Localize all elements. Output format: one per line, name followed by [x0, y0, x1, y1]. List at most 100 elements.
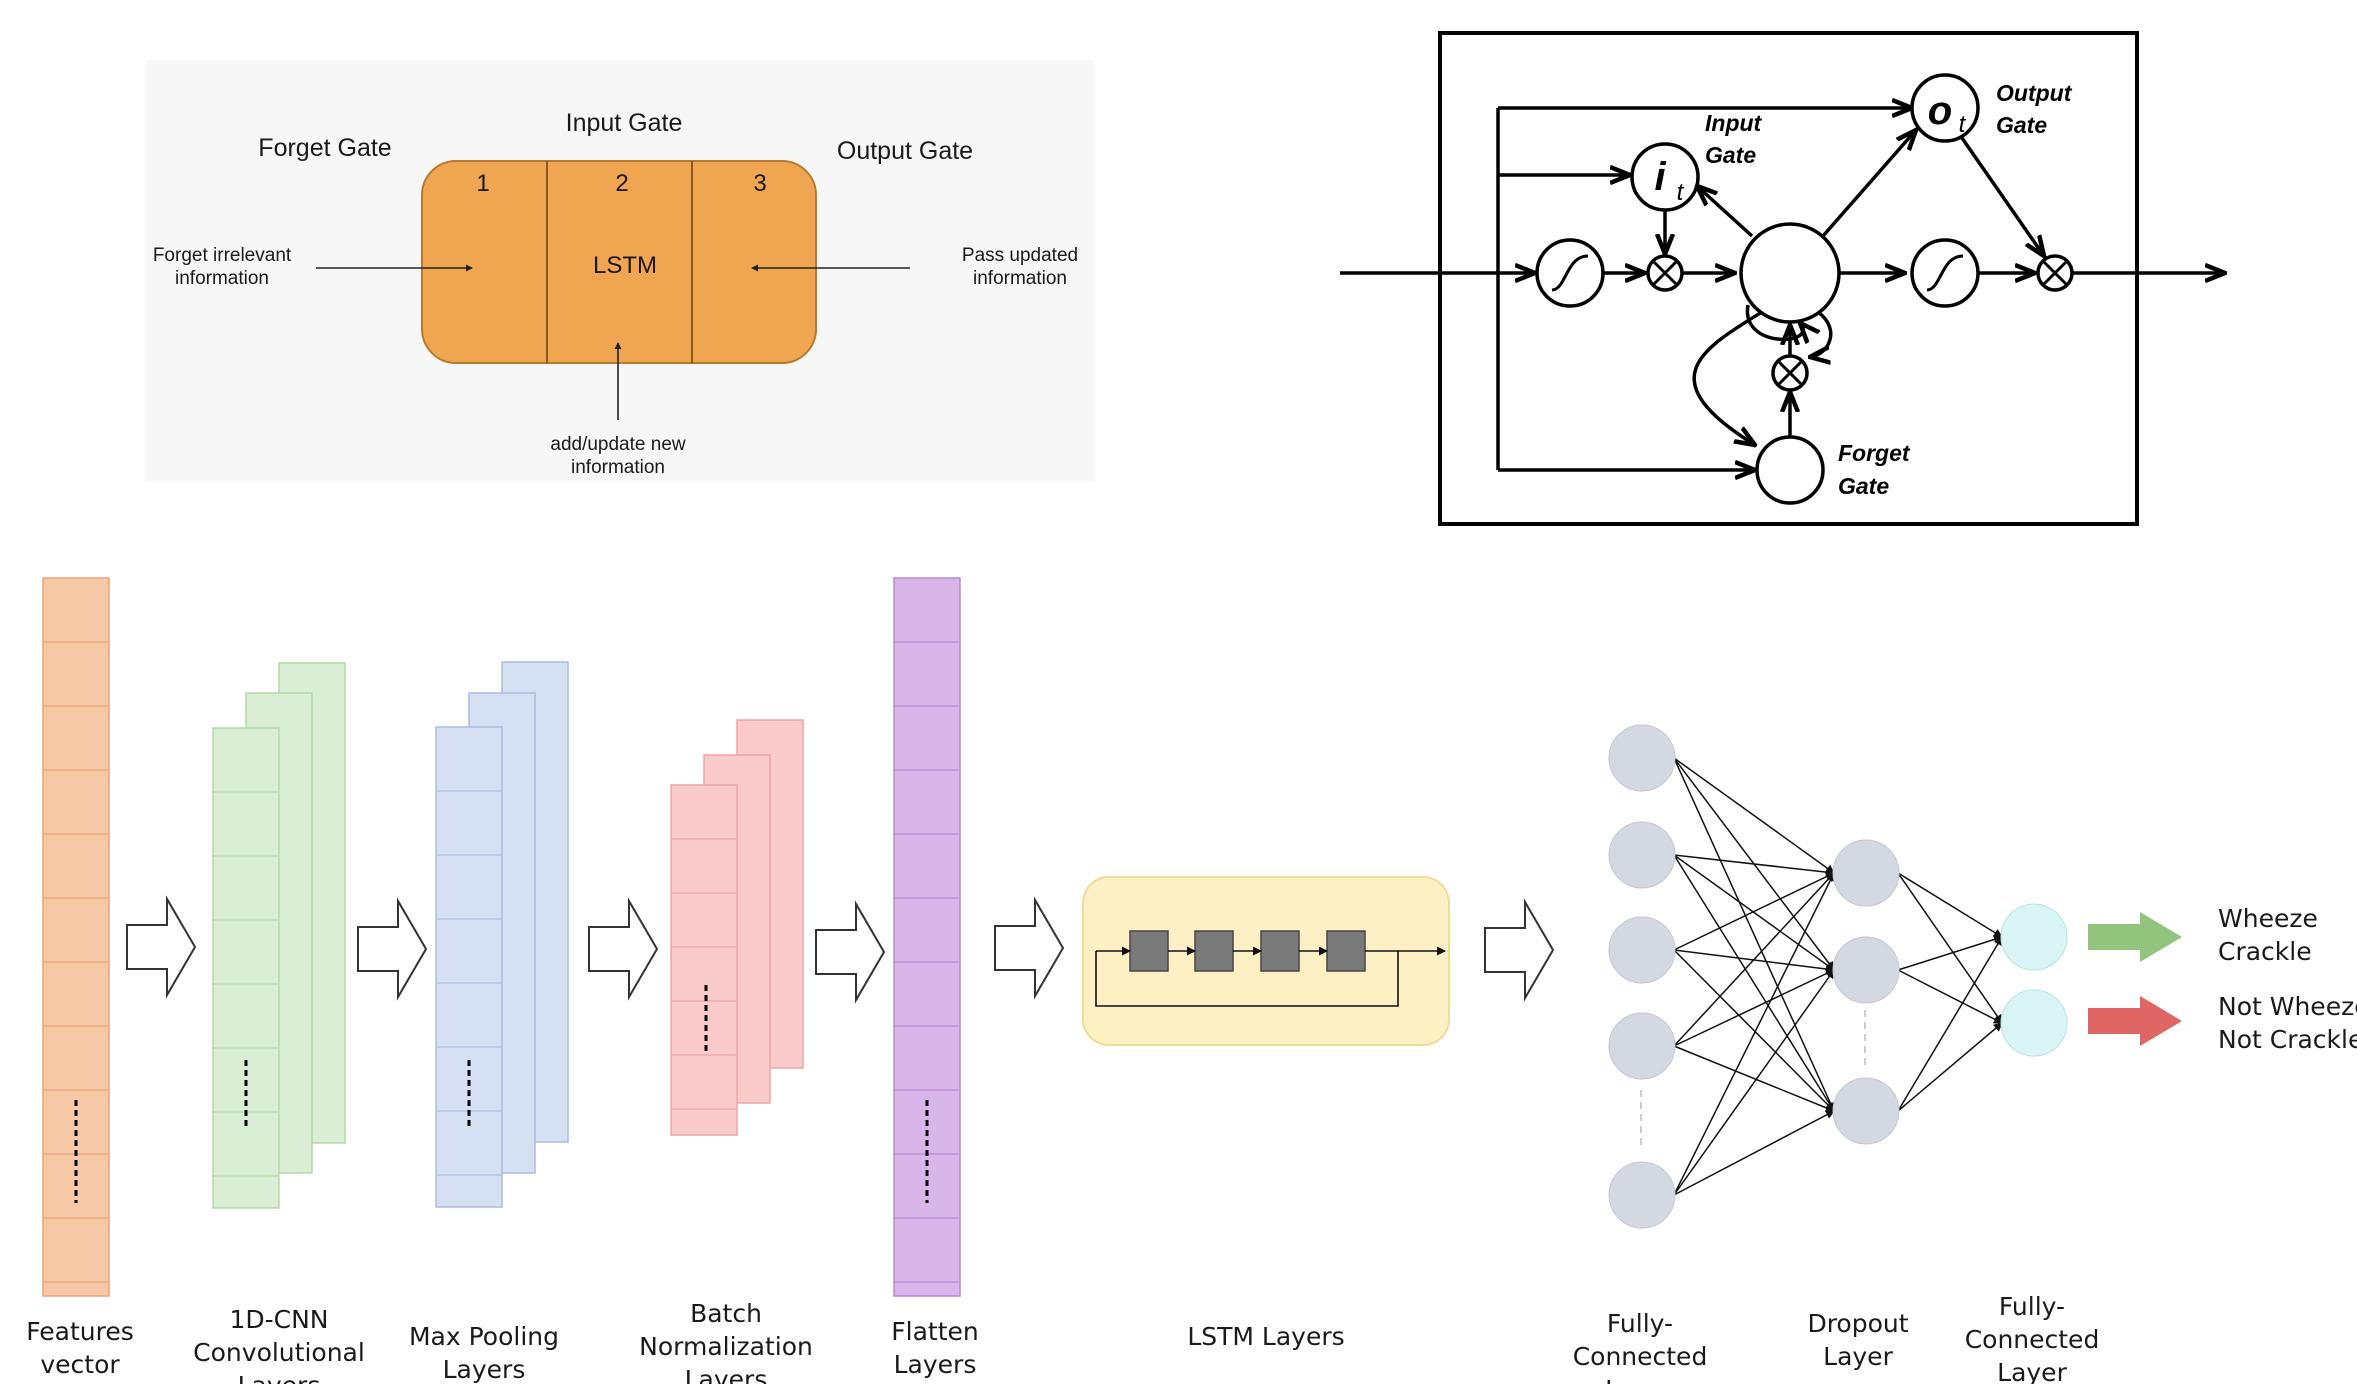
output-gate-symbol: o [1928, 89, 1952, 133]
gates-panel: Forget Gate Input Gate Output Gate 1 2 3… [145, 60, 1095, 482]
dropout-layer-label: Dropout [1807, 1309, 1908, 1338]
conv-layers-label: 1D-CNN [229, 1305, 328, 1334]
output-gate-subscript: t [1959, 111, 1967, 138]
neuron [1608, 724, 1676, 792]
flow-arrow-icon [126, 895, 197, 999]
input-gate-caption: Input [1705, 110, 1763, 136]
flow-arrows [126, 895, 1555, 1004]
neuron [1608, 1012, 1676, 1080]
connection [1673, 854, 1835, 877]
add-update-text: information [571, 457, 665, 478]
input-gate-label: Input Gate [566, 109, 683, 137]
connection [1673, 757, 1835, 874]
neuron [1608, 916, 1676, 984]
connection [1673, 949, 1835, 1112]
cell-number-2: 2 [615, 170, 628, 197]
pass-updated-text: Pass updated [962, 245, 1078, 266]
not-wheeze-crackle-label: Not Crackle [2218, 1025, 2357, 1054]
lstm-layers-box [1082, 876, 1450, 1046]
connection [1897, 872, 2003, 938]
flatten-column [893, 577, 961, 1297]
positive-output-arrow [2088, 912, 2182, 962]
connection [1897, 1022, 2003, 1112]
output-gate-to-mult [1960, 137, 2044, 256]
features-vector-column [42, 577, 110, 1297]
lstm-cell-schematic: i t Input Gate Forget Gate o t Output G [1340, 31, 2225, 526]
fc-layer-2-label: Layer [1997, 1358, 2067, 1384]
sigmoid-curve [1926, 254, 1964, 292]
cell-frame [1438, 31, 2139, 526]
flow-arrow-icon [357, 897, 428, 1001]
connection [1673, 872, 1835, 1196]
forget-gate-node [1755, 435, 1825, 505]
lstm-unit [1129, 930, 1169, 972]
fc-layer-1-label: Connected [1573, 1342, 1708, 1371]
neuron [1608, 821, 1676, 889]
neuron [1832, 1077, 1900, 1145]
output-gate-caption: Output [1996, 80, 2073, 106]
batch-norm-label: Batch [690, 1299, 762, 1328]
lstm-block-label: LSTM [593, 252, 657, 279]
output-gate-label: Output Gate [837, 137, 973, 165]
cell-state-node [1739, 222, 1841, 324]
flatten-label: Layers [894, 1350, 977, 1379]
not-wheeze-crackle-label: Not Wheeze [2218, 992, 2357, 1021]
conv-layers-label: Layers [238, 1371, 321, 1384]
forget-gate-label: Forget Gate [258, 134, 391, 162]
input-gate-symbol: i [1654, 155, 1666, 199]
output-neuron [2000, 989, 2068, 1057]
output-gate-caption: Gate [1996, 112, 2047, 138]
connection [1897, 936, 2003, 1112]
lstm-block [421, 160, 817, 364]
output-tanh-node [1910, 238, 1980, 308]
negative-output-arrow [2088, 996, 2182, 1046]
cell-to-output-gate [1821, 130, 1916, 238]
connection [1673, 1110, 1835, 1196]
connection [1897, 969, 2003, 1024]
output-neuron [2000, 903, 2068, 971]
wheeze-crackle-label: Crackle [2218, 937, 2312, 966]
batch-norm-label: Normalization [639, 1332, 813, 1361]
max-pooling-stack [435, 661, 569, 1208]
dense-network [1608, 724, 2068, 1229]
pass-updated-text: information [973, 268, 1067, 289]
dropout-layer-label: Layer [1823, 1342, 1893, 1371]
recurrent-loop [1692, 310, 1763, 445]
input-sigmoid-node [1535, 238, 1605, 308]
fc-layer-2-label: Connected [1965, 1325, 2100, 1354]
connection [1673, 757, 1835, 1112]
connection [1673, 854, 1835, 1112]
cell-to-input-gate [1697, 186, 1754, 238]
input-gate-caption: Gate [1705, 142, 1756, 168]
batch-norm-stack [670, 719, 804, 1136]
cell-self-loop [1745, 304, 1803, 339]
batch-norm-label: Layers [685, 1365, 768, 1384]
fc-layer-2-label: Fully- [1999, 1292, 2065, 1321]
cell-number-3: 3 [753, 170, 766, 197]
add-update-text: add/update new [550, 434, 686, 455]
forget-irrelevant-text: Forget irrelevant [153, 245, 292, 266]
features-vector-label: Features [26, 1317, 134, 1346]
neuron [1832, 839, 1900, 907]
connection [1673, 969, 1835, 1196]
lstm-layers-label: LSTM Layers [1187, 1322, 1344, 1351]
input-gate-subscript: t [1677, 179, 1685, 206]
connection [1897, 935, 2003, 971]
flatten-label: Flatten [891, 1317, 978, 1346]
lstm-unit [1326, 930, 1366, 972]
cell-self-loop-right [1810, 310, 1833, 357]
conv-layers-stack [212, 662, 346, 1209]
output-gate-node [1910, 73, 1980, 143]
features-vector-label: vector [40, 1350, 120, 1379]
forget-gate-caption: Forget [1838, 440, 1911, 466]
neuron [1608, 1161, 1676, 1229]
max-pooling-label: Layers [443, 1355, 526, 1384]
connection [1897, 872, 2003, 1024]
connection [1673, 854, 1835, 971]
fc-layer-1-label: Layer [1605, 1375, 1675, 1384]
wheeze-crackle-label: Wheeze [2218, 904, 2318, 933]
flow-arrow-icon [588, 897, 659, 1001]
lstm-unit [1194, 930, 1234, 972]
max-pooling-label: Max Pooling [409, 1322, 559, 1351]
